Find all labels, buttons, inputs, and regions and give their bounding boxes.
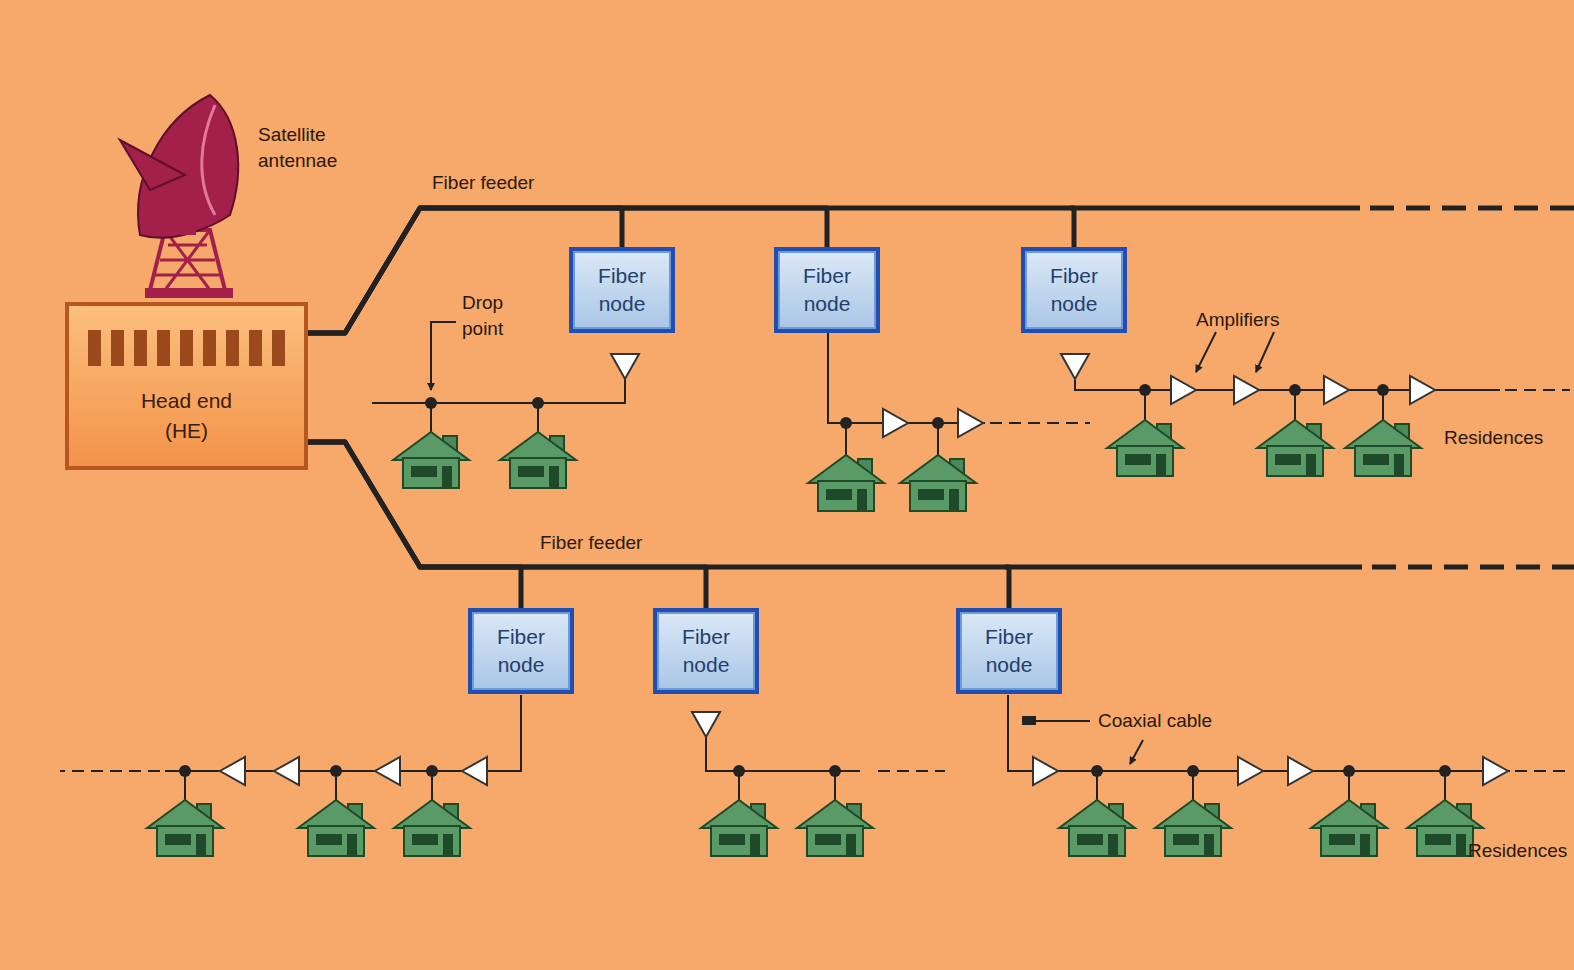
rack-bar bbox=[226, 330, 239, 366]
head-end-box: Head end (HE) bbox=[65, 302, 308, 470]
rack-bar bbox=[157, 330, 170, 366]
leader-lines bbox=[431, 322, 1274, 764]
fiber-node-label: Fiber node bbox=[974, 623, 1044, 680]
diagram-label: Coaxial cable bbox=[1098, 708, 1212, 734]
amplifier bbox=[958, 409, 983, 437]
residence bbox=[500, 403, 576, 488]
residence bbox=[1311, 771, 1387, 856]
amplifier bbox=[1238, 757, 1263, 785]
amplifier bbox=[274, 757, 299, 785]
rack-bars bbox=[69, 306, 304, 366]
amplifier bbox=[611, 354, 639, 379]
diagram-label: Fiber feeder bbox=[432, 170, 534, 196]
amplifier bbox=[462, 757, 487, 785]
rack-bar bbox=[203, 330, 216, 366]
fiber-node-box: Fiber node bbox=[468, 608, 574, 694]
residence bbox=[1107, 390, 1183, 476]
amplifier bbox=[1483, 757, 1508, 785]
diagram-label: Fiber feeder bbox=[540, 530, 642, 556]
residence bbox=[701, 771, 777, 856]
amplifier bbox=[375, 757, 400, 785]
amplifier bbox=[1410, 376, 1435, 404]
fiber-node-label: Fiber node bbox=[1039, 262, 1109, 319]
rack-bar bbox=[134, 330, 147, 366]
amplifier bbox=[1234, 376, 1259, 404]
fiber-node-box: Fiber node bbox=[569, 247, 675, 333]
fiber-feeder-link bbox=[308, 442, 706, 608]
residence bbox=[797, 771, 873, 856]
diagram-label: Satellite antennae bbox=[258, 122, 358, 173]
rack-bar bbox=[272, 330, 285, 366]
amplifier bbox=[883, 409, 908, 437]
amplifier bbox=[692, 712, 720, 737]
head-end-label: Head end (HE) bbox=[132, 386, 242, 447]
rack-bar bbox=[249, 330, 262, 366]
residence-group bbox=[147, 384, 1483, 856]
residence bbox=[147, 771, 223, 856]
fiber-feeder bbox=[1005, 208, 1574, 567]
fiber-node-label: Fiber node bbox=[792, 262, 862, 319]
residence bbox=[900, 423, 976, 511]
residence bbox=[393, 403, 469, 488]
fiber-feeder-link bbox=[308, 208, 827, 333]
residence bbox=[298, 771, 374, 856]
amplifier-group bbox=[220, 354, 1508, 785]
fiber-node-box: Fiber node bbox=[1021, 247, 1127, 333]
fiber-feeder-link bbox=[308, 442, 1009, 608]
residence bbox=[808, 423, 884, 511]
diagram-label: Drop point bbox=[462, 290, 528, 341]
diagram-label: Amplifiers bbox=[1196, 307, 1279, 333]
fiber-node-box: Fiber node bbox=[774, 247, 880, 333]
fiber-node-box: Fiber node bbox=[956, 608, 1062, 694]
rack-bar bbox=[180, 330, 193, 366]
residence bbox=[1155, 771, 1231, 856]
rack-bar bbox=[88, 330, 101, 366]
diagram-label: Residences bbox=[1468, 838, 1567, 864]
rack-bar bbox=[111, 330, 124, 366]
fiber-feeder-link bbox=[308, 442, 521, 608]
amplifier bbox=[1288, 757, 1313, 785]
amplifier bbox=[1324, 376, 1349, 404]
fiber-feeder-link bbox=[308, 208, 1074, 333]
satellite-antenna bbox=[120, 95, 238, 298]
amplifier bbox=[220, 757, 245, 785]
fiber-node-label: Fiber node bbox=[587, 262, 657, 319]
residence bbox=[1257, 390, 1333, 476]
fiber-node-label: Fiber node bbox=[671, 623, 741, 680]
amplifier bbox=[1033, 757, 1058, 785]
residence bbox=[1059, 771, 1135, 856]
amplifier bbox=[1171, 376, 1196, 404]
residence bbox=[394, 771, 470, 856]
residence bbox=[1345, 390, 1421, 476]
fiber-node-box: Fiber node bbox=[653, 608, 759, 694]
fiber-node-label: Fiber node bbox=[486, 623, 556, 680]
cable-marker bbox=[1022, 716, 1036, 725]
amplifier bbox=[1061, 354, 1089, 379]
diagram-label: Residences bbox=[1444, 425, 1543, 451]
